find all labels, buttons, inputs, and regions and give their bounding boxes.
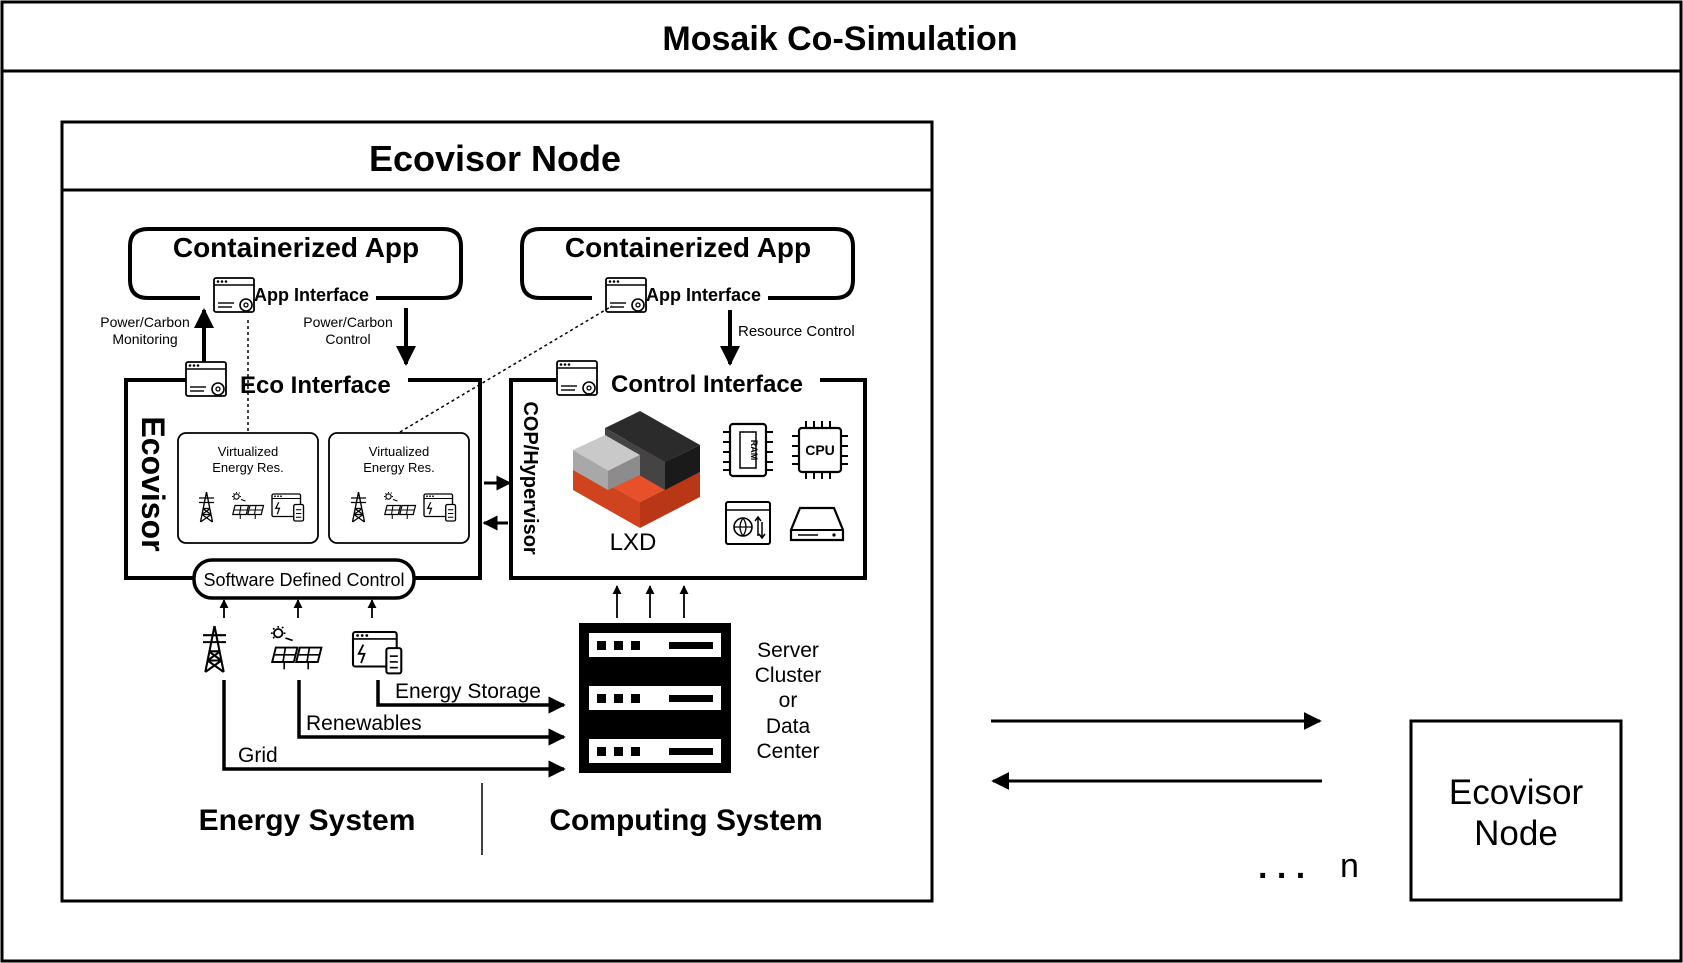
energy-system-label: Energy System [199,804,416,837]
app-interface-right-label: App Interface [646,285,761,305]
renewables-label: Renewables [306,712,422,735]
ecovisor-node-title: Ecovisor Node [369,138,621,179]
app-interface-left-label: App Interface [254,285,369,305]
cpu-text: CPU [805,442,835,458]
control-interface-label: Control Interface [611,371,803,398]
container-app-right-box [520,227,855,300]
grid-line [222,680,566,778]
server-label-4: Data [766,715,811,738]
remote-node-label-1: Ecovisor [1449,773,1584,812]
container-app-left-title: Containerized App [173,232,419,263]
power-carbon-control-label-1: Power/Carbon [303,314,393,330]
server-stack-icon [579,623,731,773]
battery-icon [423,493,457,522]
api-icon [213,277,255,313]
mosaik-title: Mosaik Co-Simulation [662,20,1017,58]
computing-system-label: Computing System [549,804,822,837]
resource-control-label: Resource Control [738,323,855,340]
cop-vertical-label: COP/Hypervisor [519,401,541,555]
server-label-2: Cluster [755,664,822,687]
server-label-1: Server [757,639,819,662]
solar-icon [270,625,323,671]
ver-right-line-1: Virtualized [369,444,429,459]
remote-node-label-2: Node [1474,814,1558,853]
lxd-logo [573,411,700,528]
power-carbon-monitoring-label-2: Monitoring [112,331,177,347]
ecovisor-node-box [60,120,934,903]
ram-icon: RAM [723,422,773,478]
energy-storage-label: Energy Storage [395,680,541,703]
renewables-line [297,680,566,746]
cop-box [509,378,867,580]
remote-ecovisor-node-box [1409,719,1623,902]
lxd-label: LXD [610,529,657,556]
ver-left-line-1: Virtualized [218,444,278,459]
ver-left-line-2: Energy Res. [212,460,284,475]
software-defined-control-label: Software Defined Control [203,570,404,590]
ecovisor-vertical-label: Ecovisor [135,416,171,551]
server-label-3: or [779,689,798,712]
grid-tower-icon [201,624,228,674]
energy-storage-line [376,680,566,714]
ram-text: RAM [749,440,759,461]
api-icon [185,361,227,397]
dotted-link-cross [399,305,613,433]
battery-icon [271,493,305,522]
cpu-icon: CPU [792,421,848,479]
api-icon [605,277,647,313]
power-carbon-control-label-2: Control [325,331,370,347]
energy-storage-icon [351,630,403,675]
container-app-right-title: Containerized App [565,232,811,263]
eco-interface-label: Eco Interface [240,372,391,399]
software-defined-control-box [192,558,416,600]
disk-icon [789,506,845,542]
api-icon [556,360,598,396]
server-label-5: Center [756,740,819,763]
network-icon [725,501,771,545]
grid-label: Grid [238,744,278,767]
ver-right-line-2: Energy Res. [363,460,435,475]
ellipsis: . . . [1258,848,1305,886]
container-app-left-box [128,227,463,300]
n-label: n [1340,847,1359,885]
power-carbon-monitoring-label-1: Power/Carbon [100,314,190,330]
